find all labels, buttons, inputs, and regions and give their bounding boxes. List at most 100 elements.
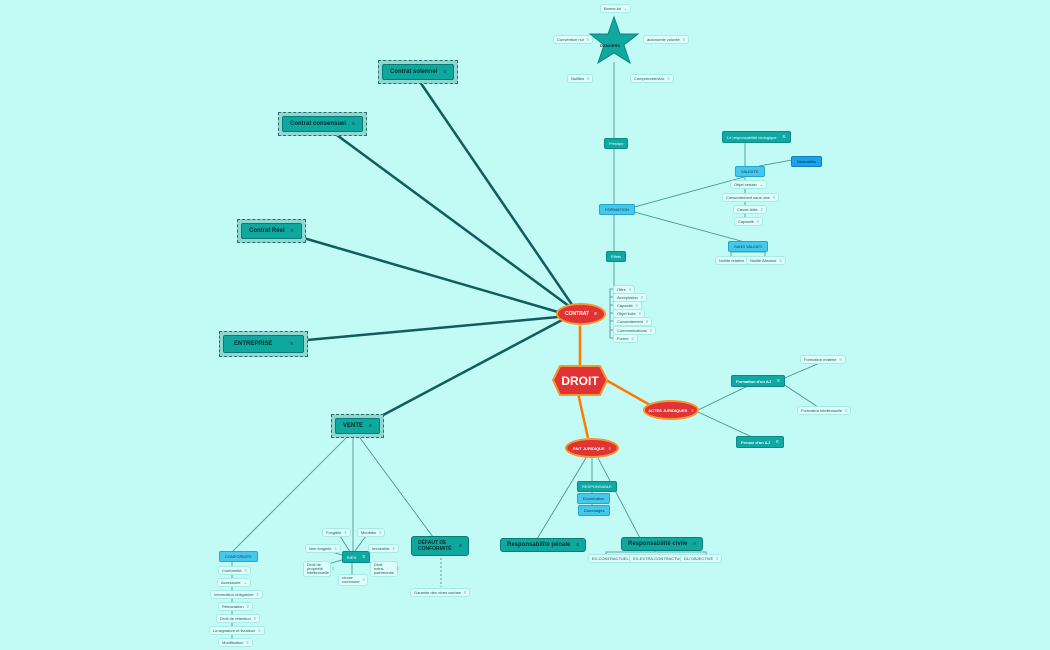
validite-item[interactable]: Capacité≡ — [734, 217, 764, 226]
note-icon: ≡ — [290, 341, 294, 347]
bien-item[interactable]: Immeuble≡ — [368, 544, 399, 553]
note-icon: ≡ — [369, 423, 372, 429]
note-icon: ≡ — [379, 530, 382, 535]
hub-faits[interactable]: FAIT JURIDIQUE≡ — [565, 438, 619, 458]
note-icon: ≡ — [256, 592, 259, 597]
validite-item[interactable]: Objet certain⌄ — [730, 180, 768, 189]
note-icon: ≡ — [845, 408, 848, 413]
note-icon: ≡ — [631, 336, 634, 341]
note-icon: ≡ — [716, 556, 719, 561]
contract-consensuel[interactable]: Contrat consensuel≡ — [278, 112, 367, 136]
contract-reel[interactable]: Contrat Réel≡ — [237, 219, 306, 243]
node-bien[interactable]: BIEN≡ — [342, 551, 371, 563]
node-principe[interactable]: Principe — [604, 138, 629, 149]
star-note-top[interactable]: Bonne-foi⌄ — [600, 4, 632, 13]
fait-type[interactable]: RESPONSABLE — [577, 481, 617, 492]
note-icon: ≡ — [459, 543, 462, 549]
note-icon: ≡ — [334, 546, 337, 551]
note-icon: ≡ — [667, 76, 670, 81]
note-icon: ≡ — [253, 616, 257, 621]
link-droit-faits — [576, 392, 590, 439]
link-vente — [369, 318, 563, 424]
note-icon: ≡ — [760, 207, 764, 212]
hub-actes[interactable]: ACTES JURIDIQUES≡ — [643, 400, 699, 420]
note-icon: ≡ — [777, 378, 780, 384]
node-sans-valide[interactable]: SANS VALIDE≡ — [728, 241, 769, 252]
note-icon: ≡ — [640, 295, 644, 300]
note-icon: ≡ — [352, 121, 355, 127]
node-responsabilite[interactable]: Le responsabilité biologique≡ — [722, 131, 791, 143]
bien-item[interactable]: chose commune≡ — [338, 574, 368, 586]
link-consensuel — [329, 128, 578, 314]
node-defaut-conformite[interactable]: DÉFAUT DE CONFORMITÉ≡ — [411, 536, 469, 556]
note-icon: ≡ — [638, 311, 642, 316]
node-conformite[interactable]: CONFORMITE — [219, 551, 258, 562]
contract-solennel[interactable]: Contrat solennel≡ — [378, 60, 459, 84]
star-note-left[interactable]: Convention nul≡ — [553, 35, 594, 44]
formation-item[interactable]: Formation intellectuelle≡ — [797, 406, 852, 415]
note-icon: ≡ — [682, 37, 686, 42]
bien-item[interactable]: Non fongible≡ — [305, 544, 341, 553]
note-icon: ≡ — [344, 530, 347, 535]
bien-item[interactable]: Meubles≡ — [357, 528, 386, 537]
root-node[interactable]: DROIT — [561, 373, 599, 388]
bien-item[interactable]: Droit extra-patrimonial≡ — [370, 561, 399, 577]
note-icon: ≡ — [244, 568, 247, 573]
note-icon: ≡ — [782, 134, 786, 140]
effets-item[interactable]: Consentement≡ — [613, 317, 653, 326]
note-icon: ≡ — [839, 357, 842, 362]
star-note-bl[interactable]: Nullités≡ — [567, 74, 594, 83]
fait-type[interactable]: Dommages — [578, 505, 611, 516]
validite-item[interactable]: Consentement sans vice≡ — [722, 193, 780, 202]
conformite-item[interactable]: Information obligatoire≡ — [210, 590, 263, 599]
bien-item[interactable]: Droit de propriété intellectuelle≡ — [303, 561, 335, 577]
validite-item[interactable]: Cause licite≡ — [733, 205, 768, 214]
civile-item[interactable]: DU OBJECTIVE≡ — [680, 554, 723, 563]
note-icon: ≡ — [443, 69, 447, 75]
node-formation-aj[interactable]: Formation d'un AJ≡ — [731, 375, 785, 387]
star-label[interactable]: DANGERS — [600, 43, 621, 48]
node-validite[interactable]: VALIDITE — [735, 166, 765, 177]
root-hexagon — [551, 365, 609, 396]
note-icon: ≡ — [691, 407, 694, 413]
node-neutralites[interactable]: Neutralités — [791, 156, 823, 167]
note-icon: ≡ — [608, 445, 611, 451]
contract-vente[interactable]: VENTE≡ — [331, 414, 384, 438]
node-resp-penale[interactable]: Responsabilité pénale≡ — [500, 538, 587, 552]
note-icon: ≡ — [586, 37, 590, 42]
conformite-item[interactable]: Conformité≡ — [218, 566, 251, 575]
node-formation[interactable]: FORMATION — [599, 204, 635, 215]
note-icon: ≡ — [587, 76, 590, 81]
star-note-right[interactable]: autonomie volonté≡ — [643, 35, 690, 44]
note-icon: ≡ — [332, 566, 335, 571]
bien-item[interactable]: Fongible≡ — [322, 528, 351, 537]
conformite-item[interactable]: La signature et livraison≡ — [209, 626, 265, 635]
note-icon: ≡ — [779, 258, 782, 263]
conformite-item[interactable]: Modification≡ — [218, 638, 253, 647]
link-reel — [299, 235, 559, 314]
sans-valide-item[interactable]: Nullité Absolue≡ — [746, 256, 786, 265]
node-resp-civile[interactable]: Responsabilité civile≡ — [621, 537, 704, 551]
fait-type[interactable]: Exonération — [577, 493, 611, 504]
hub-contrat[interactable]: CONTRAT≡ — [556, 303, 606, 325]
node-preuve-aj[interactable]: Preuve d'un AJ≡ — [736, 436, 784, 448]
effets-item[interactable]: Forme≡ — [613, 334, 638, 343]
note-icon: ≡ — [246, 604, 249, 609]
note-icon: ≡ — [649, 328, 653, 333]
note-icon: ≡ — [392, 546, 395, 551]
node-effets[interactable]: Effets — [606, 251, 627, 262]
conformite-item[interactable]: Droit de rétention≡ — [216, 614, 261, 623]
conformite-item[interactable]: Accessoire⌄ — [217, 578, 251, 587]
note-icon: ≡ — [775, 439, 779, 445]
star-note-br[interactable]: Comprendre/vice≡ — [630, 74, 674, 83]
conformite-item[interactable]: Rétractation≡ — [218, 602, 253, 611]
formation-item[interactable]: Formation matérie≡ — [800, 355, 846, 364]
node-garantie[interactable]: Garantie des vices cachés≡ — [410, 588, 471, 597]
note-icon: ≡ — [396, 566, 399, 571]
chevron-down-icon: ⌄ — [624, 6, 628, 11]
link-solennel — [416, 78, 579, 313]
note-icon: ≡ — [362, 577, 365, 582]
contract-entreprise[interactable]: ENTREPRISE≡ — [219, 331, 309, 357]
note-icon: ≡ — [772, 195, 776, 200]
